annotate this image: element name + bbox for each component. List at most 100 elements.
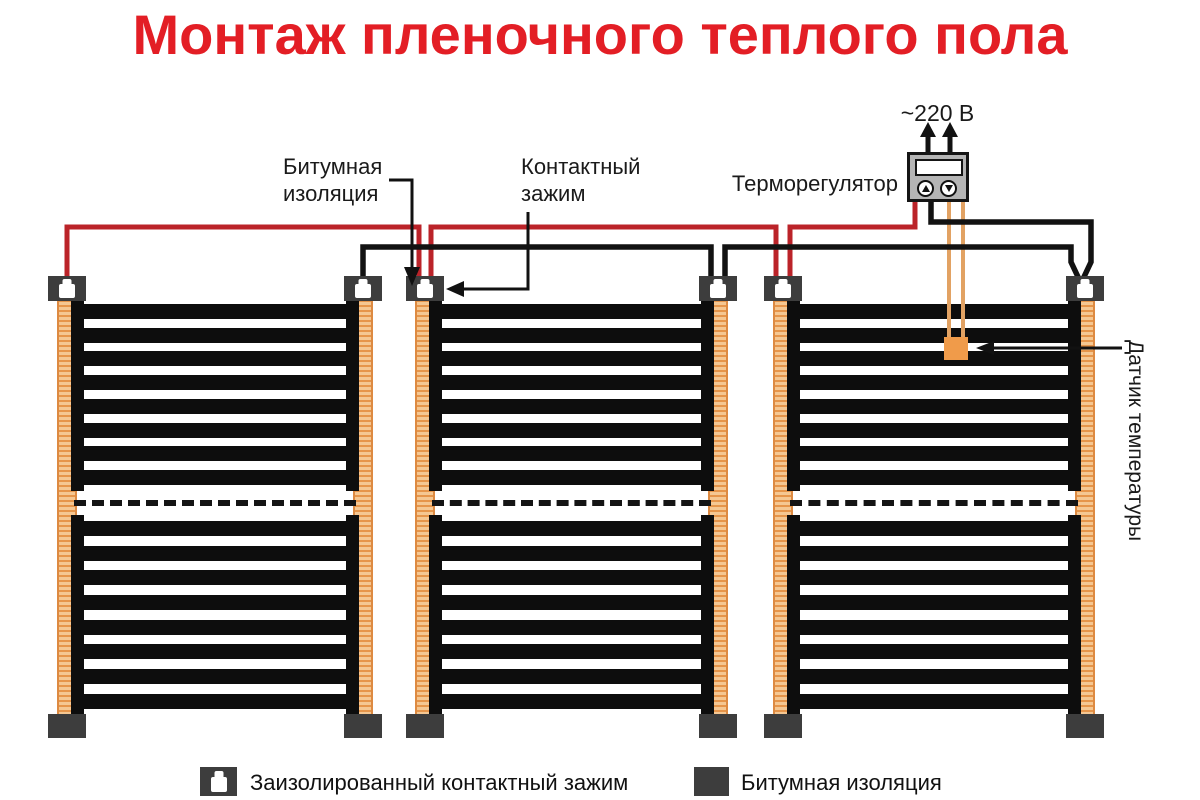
carbon-heating-strip: [429, 637, 714, 665]
clamp-glyph-tab: [778, 279, 788, 287]
red-phase-wire: [787, 201, 918, 279]
cut-line: [432, 500, 711, 506]
carbon-heating-strip: [429, 563, 714, 591]
carbon-heating-strip: [71, 392, 359, 420]
carbon-heating-strip: [787, 613, 1081, 641]
carbon-heating-strip: [71, 321, 359, 349]
bitumen-insulation-block: [1066, 714, 1104, 738]
carbon-heating-strip: [71, 662, 359, 690]
insulated-contact-clamp: [1066, 276, 1104, 301]
carbon-heating-strip: [429, 539, 714, 567]
carbon-heating-strip: [429, 588, 714, 616]
clamp-glyph-body: [775, 284, 791, 298]
thermostat-label: Терморегулятор: [731, 171, 898, 196]
carbon-heating-strip: [71, 344, 359, 372]
carbon-heating-strip: [787, 637, 1081, 665]
contact-pointer-line: [462, 212, 530, 291]
insulated-contact-clamp: [344, 276, 382, 301]
carbon-heating-strip: [429, 439, 714, 467]
carbon-heating-strip: [429, 514, 714, 542]
carbon-heating-strip: [429, 344, 714, 372]
bitumen-pointer-line: [389, 178, 414, 270]
power-arrow-head: [942, 122, 958, 137]
carbon-heating-strip: [71, 416, 359, 444]
carbon-heating-strip: [429, 463, 714, 491]
bitumen-pointer-arrowhead: [404, 267, 420, 286]
down-arrow-icon: [944, 185, 953, 192]
bitumen-insulation-block: [699, 714, 737, 738]
page-title: Монтаж пленочного теплого пола: [132, 3, 1068, 66]
cut-line: [74, 500, 356, 506]
bitumen-insulation-icon: [694, 767, 729, 796]
carbon-heating-strip: [71, 613, 359, 641]
carbon-heating-strip: [71, 514, 359, 542]
clamp-glyph-body: [59, 284, 75, 298]
bitumen-label-line1: Битумная: [283, 154, 383, 179]
clamp-glyph-body: [417, 284, 433, 298]
insulated-contact-clamp: [48, 276, 86, 301]
carbon-heating-strip: [787, 662, 1081, 690]
carbon-heating-strip: [787, 416, 1081, 444]
carbon-heating-strip: [787, 321, 1081, 349]
voltage-label: ~220 В: [900, 100, 975, 126]
carbon-heating-strip: [71, 463, 359, 491]
bitumen-insulation-block: [48, 714, 86, 738]
power-arrow-head: [920, 122, 936, 137]
carbon-heating-strip: [787, 687, 1081, 715]
contact-label-line1: Контактный: [521, 154, 641, 179]
carbon-heating-strip: [787, 297, 1081, 325]
clamp-glyph-body: [710, 284, 726, 298]
insulated-contact-clamp: [764, 276, 802, 301]
carbon-heating-strip: [787, 392, 1081, 420]
bitumen-insulation-block: [344, 714, 382, 738]
clamp-glyph-tab: [358, 279, 368, 287]
bitumen-label-line2: изоляция: [283, 181, 379, 206]
carbon-heating-strip: [787, 368, 1081, 396]
carbon-heating-strip: [429, 321, 714, 349]
carbon-heating-strip: [429, 297, 714, 325]
up-arrow-icon: [921, 185, 930, 192]
carbon-heating-strip: [429, 368, 714, 396]
carbon-heating-strip: [787, 344, 1081, 372]
carbon-heating-strip: [429, 416, 714, 444]
carbon-heating-strip: [429, 687, 714, 715]
carbon-heating-strip: [787, 514, 1081, 542]
carbon-heating-strip: [787, 439, 1081, 467]
carbon-heating-strip: [71, 687, 359, 715]
cut-line: [790, 500, 1078, 506]
carbon-heating-strip: [71, 588, 359, 616]
carbon-heating-strip: [429, 613, 714, 641]
clamp-glyph-tab: [1080, 279, 1090, 287]
clamp-icon-body: [210, 777, 227, 792]
carbon-heating-strip: [71, 563, 359, 591]
carbon-heating-strip: [429, 662, 714, 690]
contact-label-line2: зажим: [521, 181, 586, 206]
red-phase-wire: [428, 224, 779, 279]
clamp-glyph-tab: [713, 279, 723, 287]
thermostat-up-button: [917, 180, 934, 197]
red-phase-wire: [64, 224, 422, 279]
insulated-clamp-icon: [200, 767, 237, 796]
clamp-glyph-tab: [62, 279, 72, 287]
thermostat-display: [915, 159, 963, 176]
temperature-sensor: [944, 337, 968, 360]
bitumen-insulation-block: [406, 714, 444, 738]
thermostat-device: [907, 152, 969, 202]
thermostat-down-button: [940, 180, 957, 197]
clamp-glyph-tab: [420, 279, 430, 287]
clamp-glyph-body: [355, 284, 371, 298]
carbon-heating-strip: [429, 392, 714, 420]
clamp-glyph-body: [1077, 284, 1093, 298]
black-neutral-wire: [360, 244, 714, 279]
carbon-heating-strip: [71, 297, 359, 325]
sensor-pointer-arrowhead: [976, 341, 994, 355]
insulated-contact-clamp: [699, 276, 737, 301]
carbon-heating-strip: [787, 563, 1081, 591]
carbon-heating-strip: [71, 539, 359, 567]
contact-pointer-arrowhead: [446, 281, 464, 297]
legend-bitumen-text: Битумная изоляция: [741, 770, 942, 795]
